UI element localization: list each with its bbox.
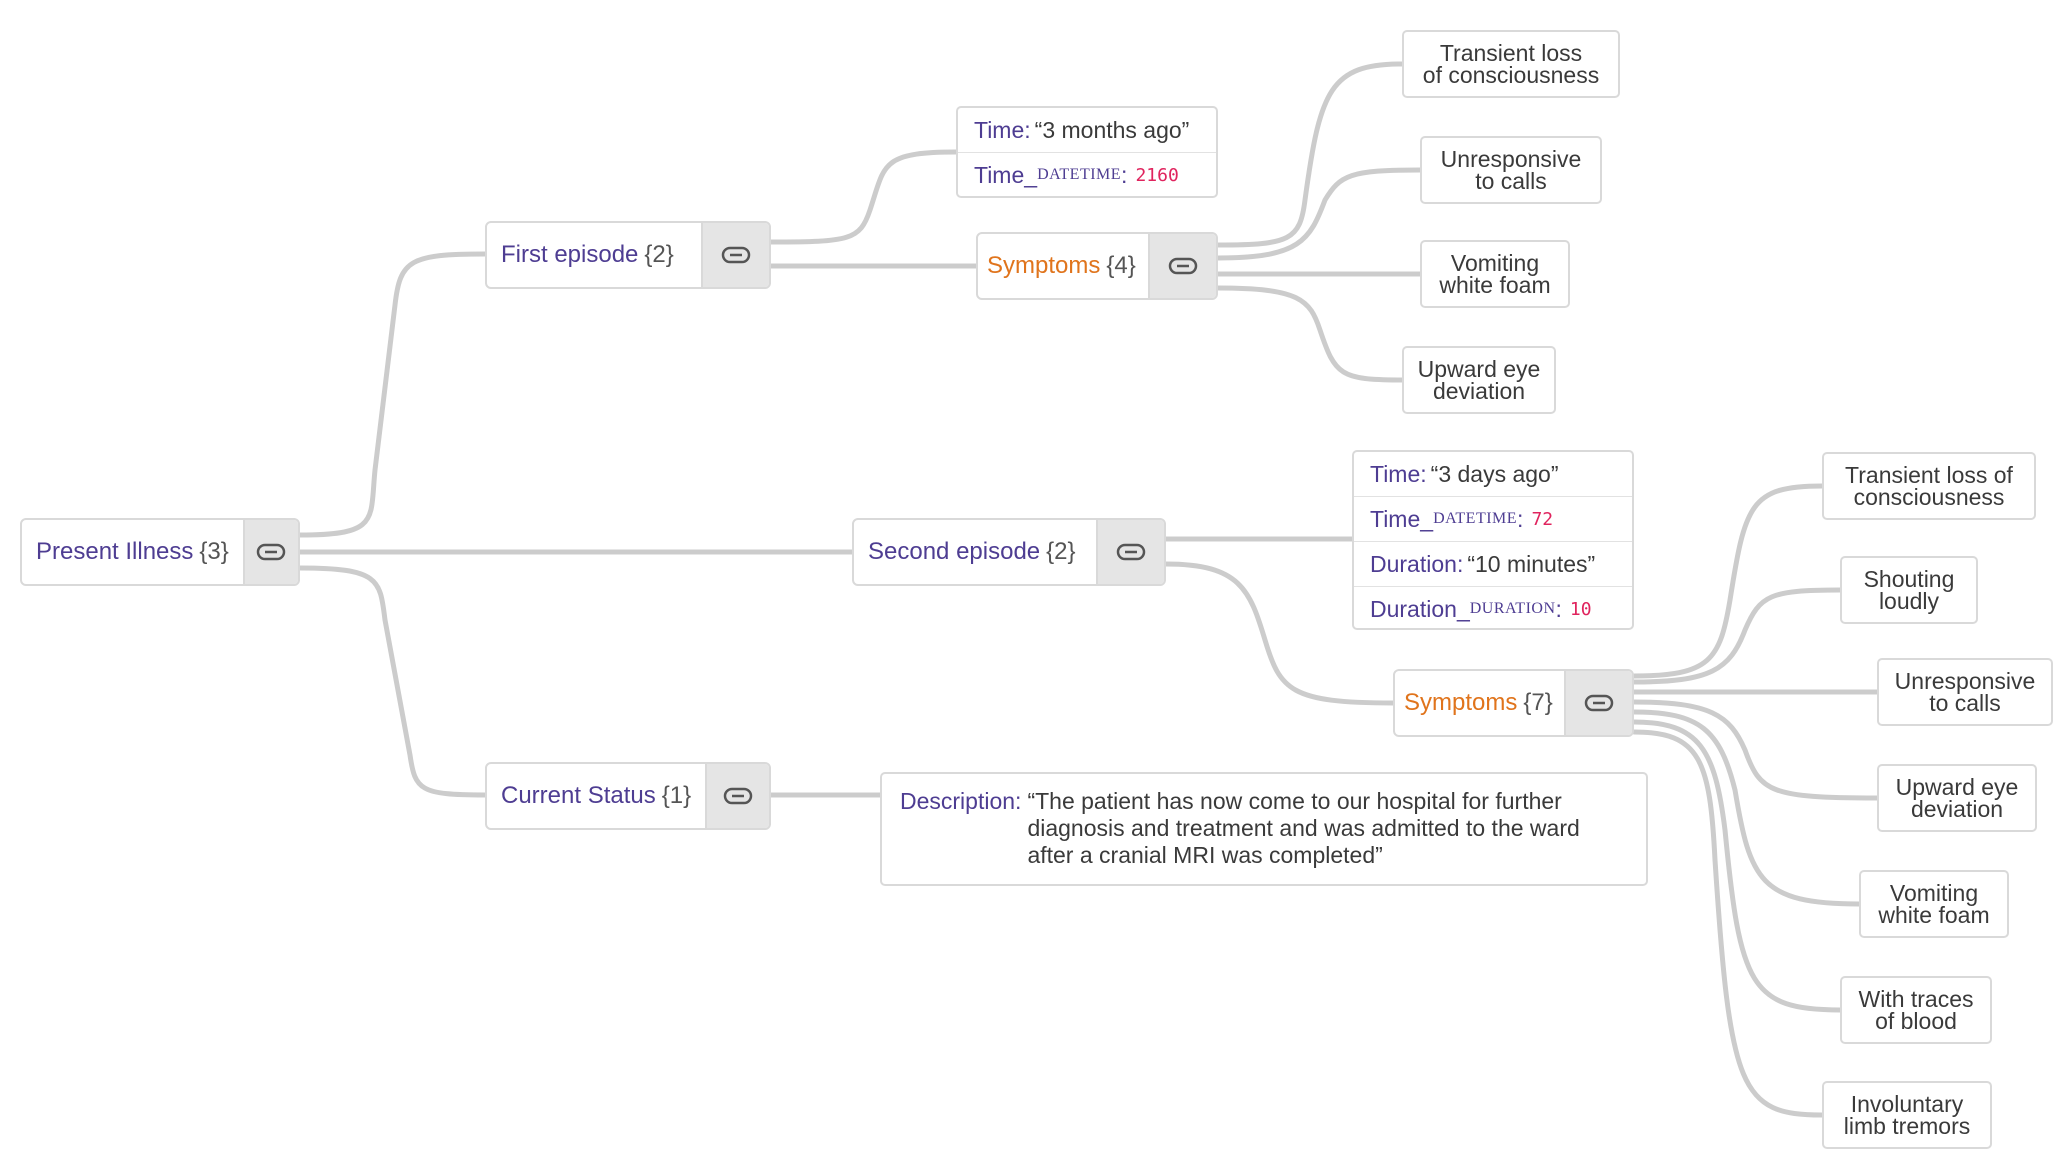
leaf-text-line: Upward eye xyxy=(1895,774,2019,800)
first-episode-attributes: Time: “3 months ago” Time_DATETIME: 2160 xyxy=(956,106,1218,198)
attribute-type: DATETIME xyxy=(1037,166,1122,183)
current-status-description: Description: “The patient has now come t… xyxy=(880,772,1648,886)
leaf-text-line: Involuntary xyxy=(1850,1091,1964,1117)
leaf-text-line: Unresponsive xyxy=(1440,146,1582,172)
node-link-button[interactable] xyxy=(1148,234,1216,298)
attribute-value: “3 months ago” xyxy=(1034,116,1190,143)
attribute-row: Time_DATETIME: 72 xyxy=(1354,497,1632,542)
node-first-episode-symptoms[interactable]: Symptoms {4} xyxy=(976,232,1218,300)
node-label: Second episode {2} xyxy=(854,520,1096,584)
leaf-text-line: of blood xyxy=(1875,1008,1957,1034)
attribute-type: DATETIME xyxy=(1433,510,1518,527)
second-episode-attributes: Time: “3 days ago” Time_DATETIME: 72 Dur… xyxy=(1352,450,1634,630)
link-icon xyxy=(257,543,286,561)
node-label: Present Illness {3} xyxy=(22,520,243,584)
leaf-text-line: to calls xyxy=(1929,690,2001,716)
child-count: {4} xyxy=(1106,252,1136,279)
link-icon xyxy=(1584,694,1614,712)
attribute-row: Time_DATETIME: 2160 xyxy=(974,161,1179,188)
leaf-text-line: Transient loss xyxy=(1439,40,1583,66)
node-name: Symptoms xyxy=(987,252,1101,279)
node-link-button[interactable] xyxy=(701,223,769,287)
leaf-text-line: deviation xyxy=(1910,796,2004,822)
root-node-present-illness[interactable]: Present Illness {3} xyxy=(20,518,300,586)
attribute-value: “3 days ago” xyxy=(1430,460,1559,487)
leaf-text-line: Vomiting xyxy=(1450,250,1540,276)
attribute-row: Time: “3 months ago” xyxy=(958,108,1216,153)
attribute-type: DURATION xyxy=(1469,600,1556,617)
leaf-text-line: white foam xyxy=(1878,902,1990,928)
attribute-key: Time xyxy=(974,116,1025,143)
attribute-number: 10 xyxy=(1569,598,1592,620)
attribute-key: Duration xyxy=(1370,595,1457,622)
link-icon xyxy=(1116,543,1146,561)
attribute-row: Duration: “10 minutes” xyxy=(1354,542,1632,587)
node-link-button[interactable] xyxy=(1564,671,1632,735)
link-icon xyxy=(1168,257,1198,275)
link-icon xyxy=(721,246,751,264)
attribute-row: Duration_DURATION: 10 xyxy=(1370,595,1592,622)
child-count: {7} xyxy=(1523,689,1553,716)
attribute-number: 72 xyxy=(1531,508,1554,530)
leaf-text-line: With traces xyxy=(1858,986,1974,1012)
node-first-episode[interactable]: First episode {2} xyxy=(485,221,771,289)
attribute-number: 2160 xyxy=(1135,164,1179,186)
leaf-text-line: deviation xyxy=(1432,378,1526,404)
leaf-text-line: Unresponsive xyxy=(1894,668,2036,694)
leaf-text-line: limb tremors xyxy=(1843,1113,1971,1139)
leaf-text-line: to calls xyxy=(1475,168,1547,194)
leaf-text-line: consciousness xyxy=(1853,484,2005,510)
leaf-text-line: white foam xyxy=(1439,272,1551,298)
leaf-text-line: loudly xyxy=(1878,588,1940,614)
leaf-text-line: of consciousness xyxy=(1422,62,1600,88)
leaf-text-line: Shouting xyxy=(1863,566,1955,592)
node-label: Symptoms {4} xyxy=(978,234,1148,298)
node-second-episode-symptoms[interactable]: Symptoms {7} xyxy=(1393,669,1634,737)
attribute-row: Time: “3 days ago” xyxy=(1354,452,1632,497)
node-second-episode[interactable]: Second episode {2} xyxy=(852,518,1166,586)
node-link-button[interactable] xyxy=(242,520,298,584)
leaf-text-line: Vomiting xyxy=(1889,880,1979,906)
attribute-value: “The patient has now come to our hospita… xyxy=(1027,788,1580,868)
child-count: {1} xyxy=(661,782,692,809)
leaf-text-line: Upward eye xyxy=(1417,356,1541,382)
node-name: Present Illness xyxy=(36,538,194,565)
node-label: First episode {2} xyxy=(487,223,701,287)
node-current-status[interactable]: Current Status {1} xyxy=(485,762,771,830)
node-name: Second episode xyxy=(868,538,1041,565)
node-name: First episode xyxy=(501,241,639,268)
leaf-text-line: Transient loss of xyxy=(1845,462,2013,488)
child-count: {2} xyxy=(1046,538,1076,565)
link-icon xyxy=(723,787,753,805)
node-name: Current Status xyxy=(501,782,656,809)
attribute-key: Time xyxy=(1370,460,1421,487)
attribute-key: Time xyxy=(974,161,1025,188)
attribute-value: “10 minutes” xyxy=(1467,550,1596,577)
node-name: Symptoms xyxy=(1404,689,1518,716)
node-link-button[interactable] xyxy=(1096,520,1164,584)
attribute-key: Time xyxy=(1370,505,1421,532)
attribute-key: Duration xyxy=(1370,550,1457,577)
node-label: Current Status {1} xyxy=(487,764,705,828)
node-label: Symptoms {7} xyxy=(1395,671,1564,735)
child-count: {2} xyxy=(644,241,674,268)
attribute-key: Description: xyxy=(900,788,1022,814)
child-count: {3} xyxy=(199,538,229,565)
node-link-button[interactable] xyxy=(705,764,769,828)
